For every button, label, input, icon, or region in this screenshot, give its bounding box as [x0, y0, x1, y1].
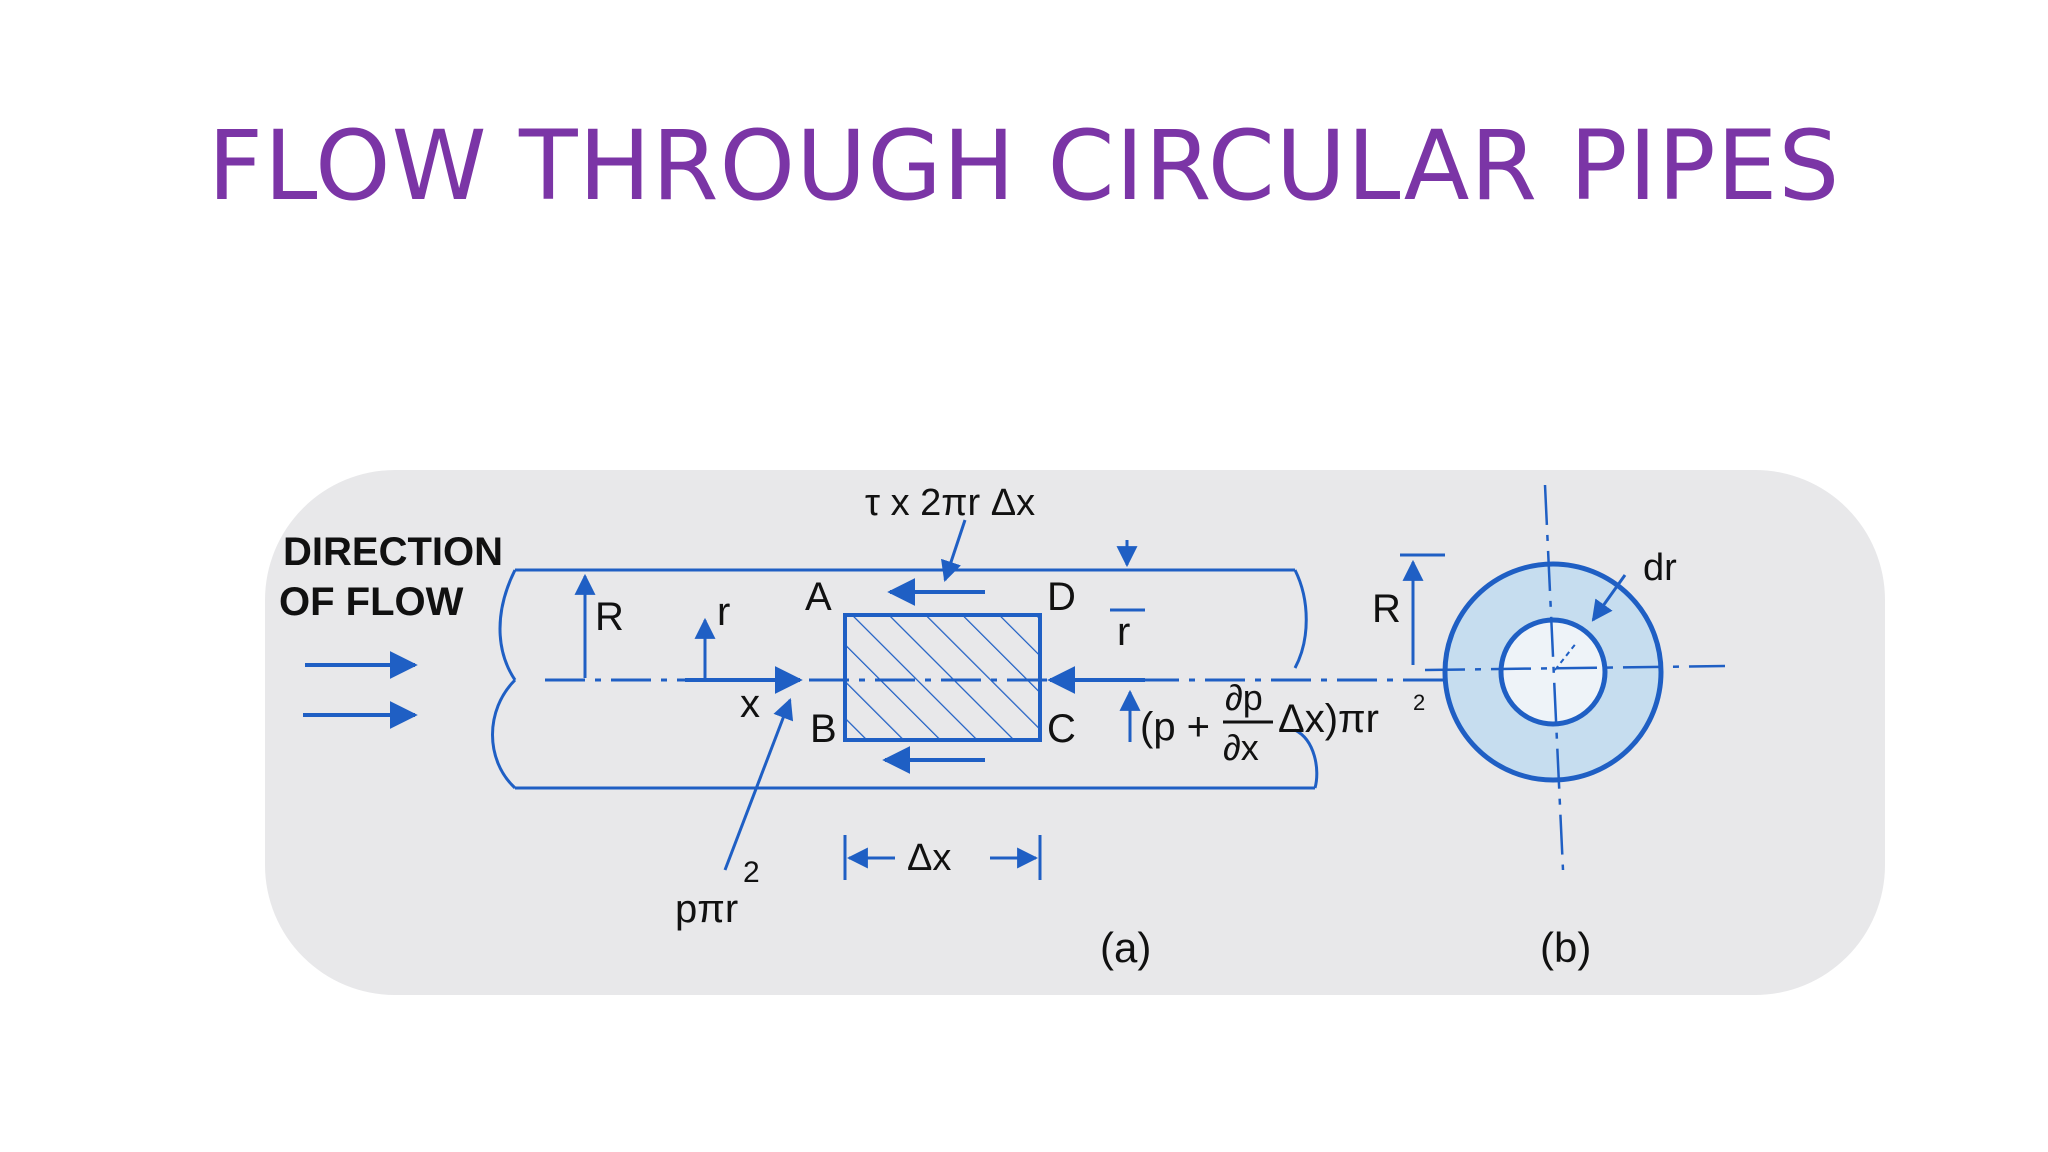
- section-dr-label: dr: [1643, 547, 1677, 589]
- section-inner-radius: [1554, 641, 1578, 671]
- small-r-dim-label: r: [1117, 610, 1130, 654]
- pressure-right-den: ∂x: [1223, 727, 1259, 768]
- pipe-outline: [491, 568, 1319, 790]
- pressure-left-pointer: [723, 698, 794, 871]
- section-R-label: R: [1372, 587, 1401, 631]
- corner-B: B: [810, 707, 837, 751]
- pressure-right-close: Δx)πr: [1278, 697, 1379, 741]
- corner-D: D: [1047, 575, 1076, 619]
- direction-label-line1: DIRECTION: [283, 530, 503, 574]
- shear-pointer: [941, 519, 967, 582]
- radius-r-label: r: [717, 590, 730, 634]
- slide-title: FLOW THROUGH CIRCULAR PIPES: [207, 110, 1841, 222]
- corner-C: C: [1047, 707, 1076, 751]
- section-dr-pointer: [1591, 574, 1627, 622]
- caption-a: (a): [1100, 924, 1151, 971]
- delta-x-label: Δx: [907, 837, 951, 879]
- radius-R-label: R: [595, 595, 624, 639]
- pipe-flow-diagram: DIRECTION OF FLOW R r x A B C D: [279, 482, 1726, 971]
- pressure-left-base: pπr: [675, 887, 738, 931]
- caption-b: (b): [1540, 924, 1591, 971]
- corner-A: A: [805, 575, 832, 619]
- fluid-element: [843, 613, 1042, 742]
- direction-label-line2: OF FLOW: [279, 580, 464, 624]
- axis-x-label: x: [740, 682, 760, 726]
- pressure-right-num: ∂p: [1225, 677, 1263, 718]
- shear-force-label: τ x 2πr Δx: [865, 482, 1035, 524]
- section-horizontal-axis: [1424, 664, 1726, 672]
- pressure-right-open: (p +: [1140, 705, 1210, 749]
- pressure-left-exp: 2: [743, 856, 760, 889]
- pressure-right-exp: 2: [1413, 690, 1425, 715]
- figure-panel: DIRECTION OF FLOW R r x A B C D: [265, 470, 1885, 995]
